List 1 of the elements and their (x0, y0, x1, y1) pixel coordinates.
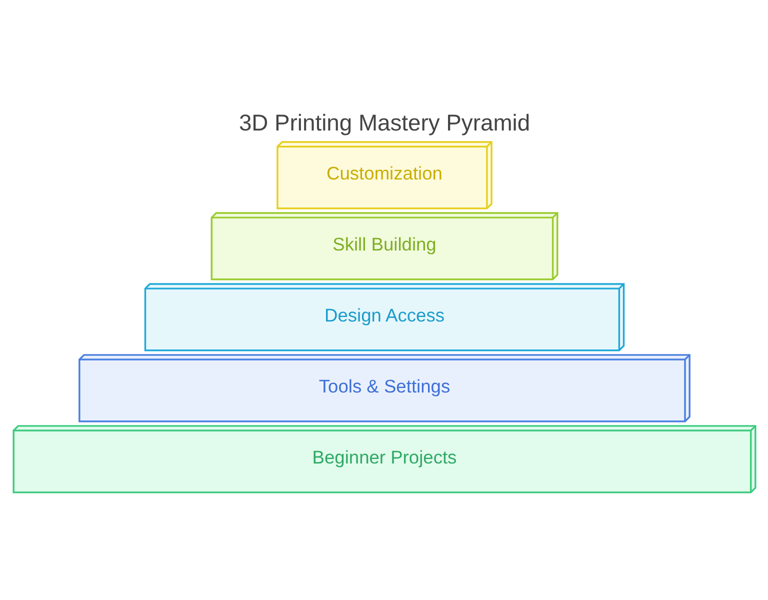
diagram-title: 3D Printing Mastery Pyramid (238, 110, 530, 136)
